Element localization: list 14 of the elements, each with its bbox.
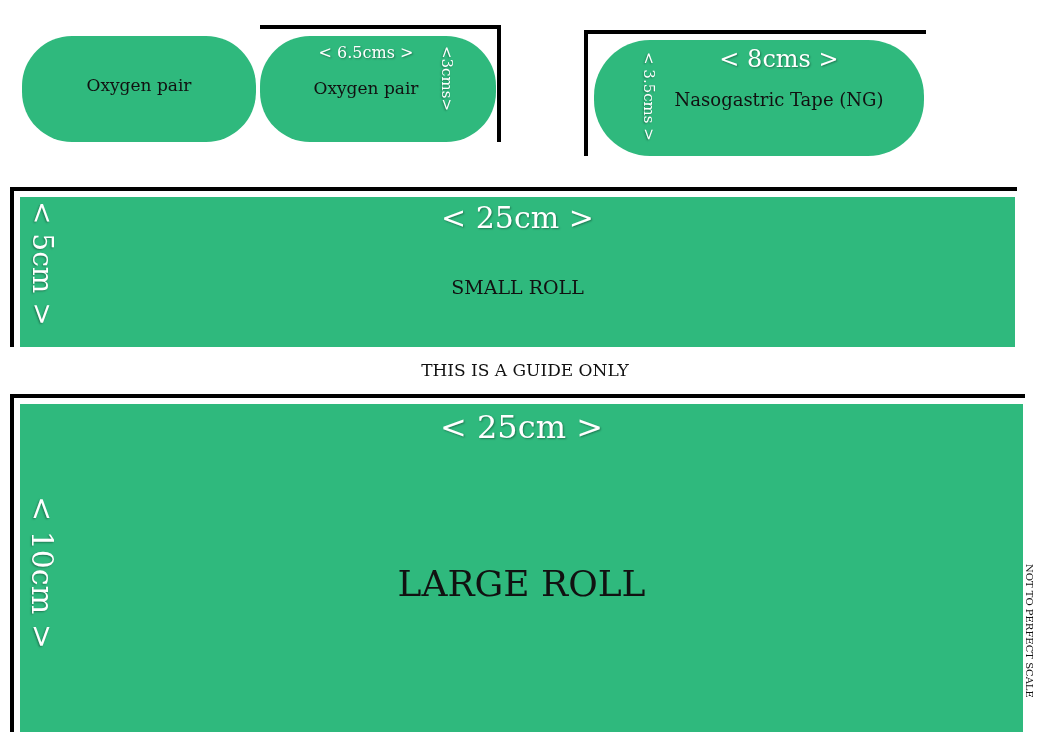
- tape-name: LARGE ROLL: [397, 564, 646, 604]
- width-dimension: < 25cm >: [441, 201, 594, 234]
- width-dimension: < 8cms >: [719, 46, 839, 73]
- tape-name: Oxygen pair: [86, 76, 192, 95]
- tape-name: Nasogastric Tape (NG): [674, 90, 884, 110]
- height-dimension: <3cms>: [438, 46, 455, 111]
- height-dimension: < 3.5cms >: [640, 52, 657, 141]
- width-dimension: < 25cm >: [440, 410, 603, 446]
- height-dimension: < 5cm >: [26, 201, 57, 326]
- guide-note: THIS IS A GUIDE ONLY: [421, 360, 629, 380]
- tape-name: SMALL ROLL: [451, 277, 584, 298]
- height-dimension: < 10cm >: [26, 496, 59, 649]
- tape-name: Oxygen pair: [313, 79, 419, 98]
- width-dimension: < 6.5cms >: [318, 44, 414, 62]
